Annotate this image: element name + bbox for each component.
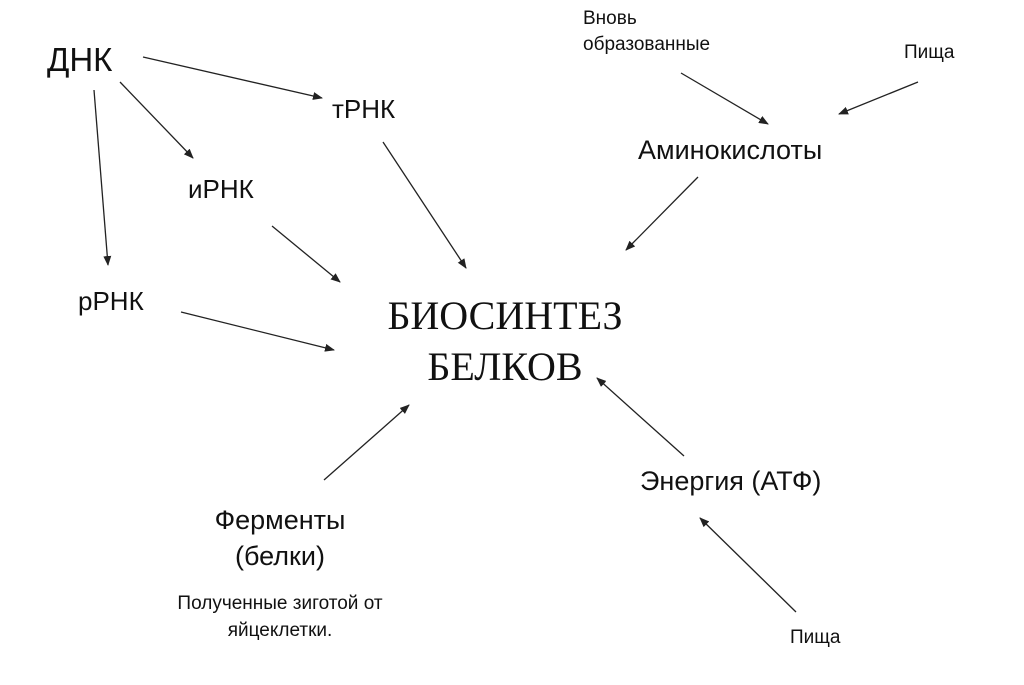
irna-label: иРНК bbox=[188, 174, 254, 204]
food-bottom-label: Пища bbox=[790, 627, 841, 648]
arrow-dna-to-rrna bbox=[93, 89, 112, 266]
energy-label: Энергия (АТФ) bbox=[640, 466, 822, 496]
arrow-enzymes-to-biosynthesis bbox=[323, 404, 410, 481]
zygote-note-line1: Полученные зиготой от bbox=[177, 593, 383, 614]
rrna-label: рРНК bbox=[78, 286, 144, 316]
arrow-amino-acids-to-biosynthesis bbox=[625, 176, 699, 251]
arrow-food-to-amino-acids bbox=[838, 81, 919, 115]
biosynthesis-title-line2: БЕЛКОВ bbox=[427, 344, 583, 390]
newly-formed-label: Вновь образованные bbox=[583, 6, 710, 57]
enzymes-line2: (белки) bbox=[235, 541, 325, 572]
zygote-note: Полученные зиготой от яйцеклетки. bbox=[135, 591, 425, 644]
arrow-rrna-to-biosynthesis bbox=[180, 311, 335, 352]
biosynthesis-title-line1: БИОСИНТЕЗ bbox=[387, 293, 623, 338]
dna-label: ДНК bbox=[47, 41, 113, 78]
arrow-newly-formed-to-amino-acids bbox=[680, 72, 769, 125]
trna-label: тРНК bbox=[332, 94, 396, 124]
zygote-note-line2: яйцеклетки. bbox=[227, 619, 333, 641]
amino-acids-label: Аминокислоты bbox=[638, 135, 823, 165]
arrow-irna-to-biosynthesis bbox=[271, 225, 341, 283]
arrow-dna-to-irna bbox=[119, 81, 194, 159]
arrow-food-to-energy bbox=[699, 517, 797, 613]
arrow-dna-to-trna bbox=[142, 56, 323, 100]
enzymes-line1: Ферменты bbox=[214, 505, 346, 535]
food-top-label: Пища bbox=[904, 42, 955, 63]
enzymes-label: Ферменты (белки) bbox=[185, 502, 375, 575]
arrow-trna-to-biosynthesis bbox=[382, 141, 467, 269]
newly-formed-line1: Вновь bbox=[583, 8, 637, 29]
newly-formed-line2: образованные bbox=[583, 33, 711, 55]
biosynthesis-title: БИОСИНТЕЗ БЕЛКОВ bbox=[355, 290, 655, 392]
